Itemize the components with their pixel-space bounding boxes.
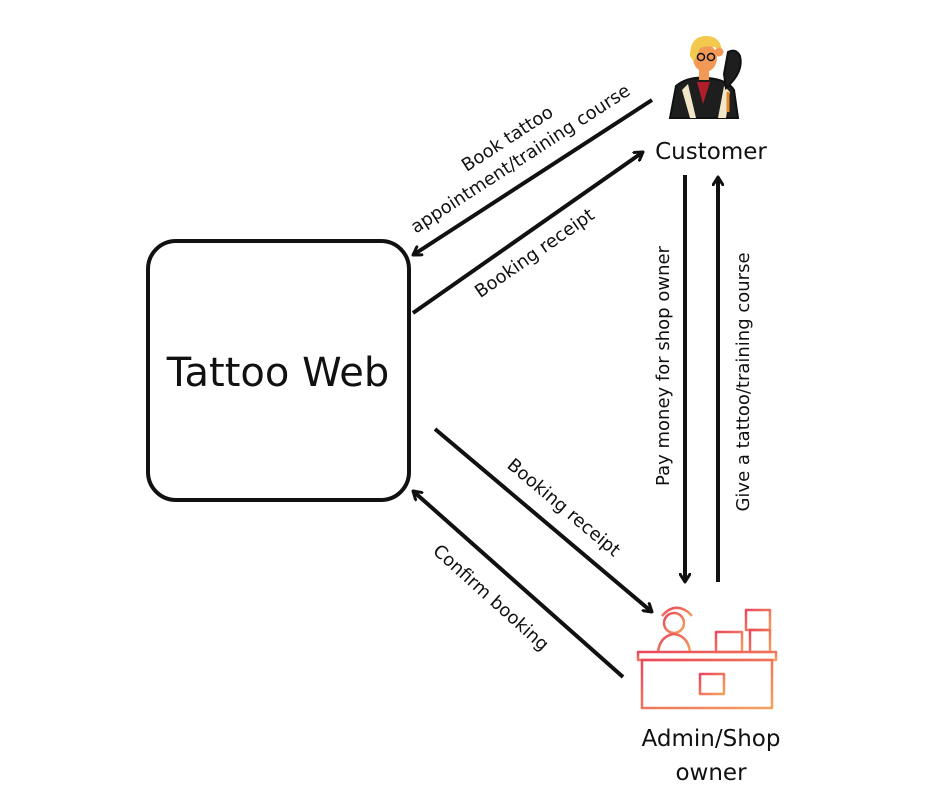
customer-label: Customer: [655, 139, 767, 165]
label-book-line2: appointment/training course: [407, 80, 634, 238]
admin-label-line1: Admin/Shop: [642, 726, 781, 752]
tattoo-web-box: Tattoo Web: [146, 239, 411, 502]
admin-label-line2: owner: [675, 760, 747, 786]
label-booking-receipt-customer: Booking receipt: [471, 204, 598, 302]
tattoo-web-label: Tattoo Web: [166, 350, 390, 396]
person-icon: [668, 36, 742, 119]
arrow-book-to-web: [413, 98, 654, 257]
arrow-receipt-to-customer: [411, 150, 643, 315]
shop-counter-icon: [636, 606, 778, 710]
arrow-receipt-to-admin: [433, 427, 652, 614]
arrow-confirm-to-web: [413, 491, 625, 679]
label-pay-money: Pay money for shop owner: [653, 245, 674, 485]
label-give-tattoo: Give a tattoo/training course: [733, 252, 754, 511]
label-booking-receipt-admin: Booking receipt: [503, 454, 624, 561]
